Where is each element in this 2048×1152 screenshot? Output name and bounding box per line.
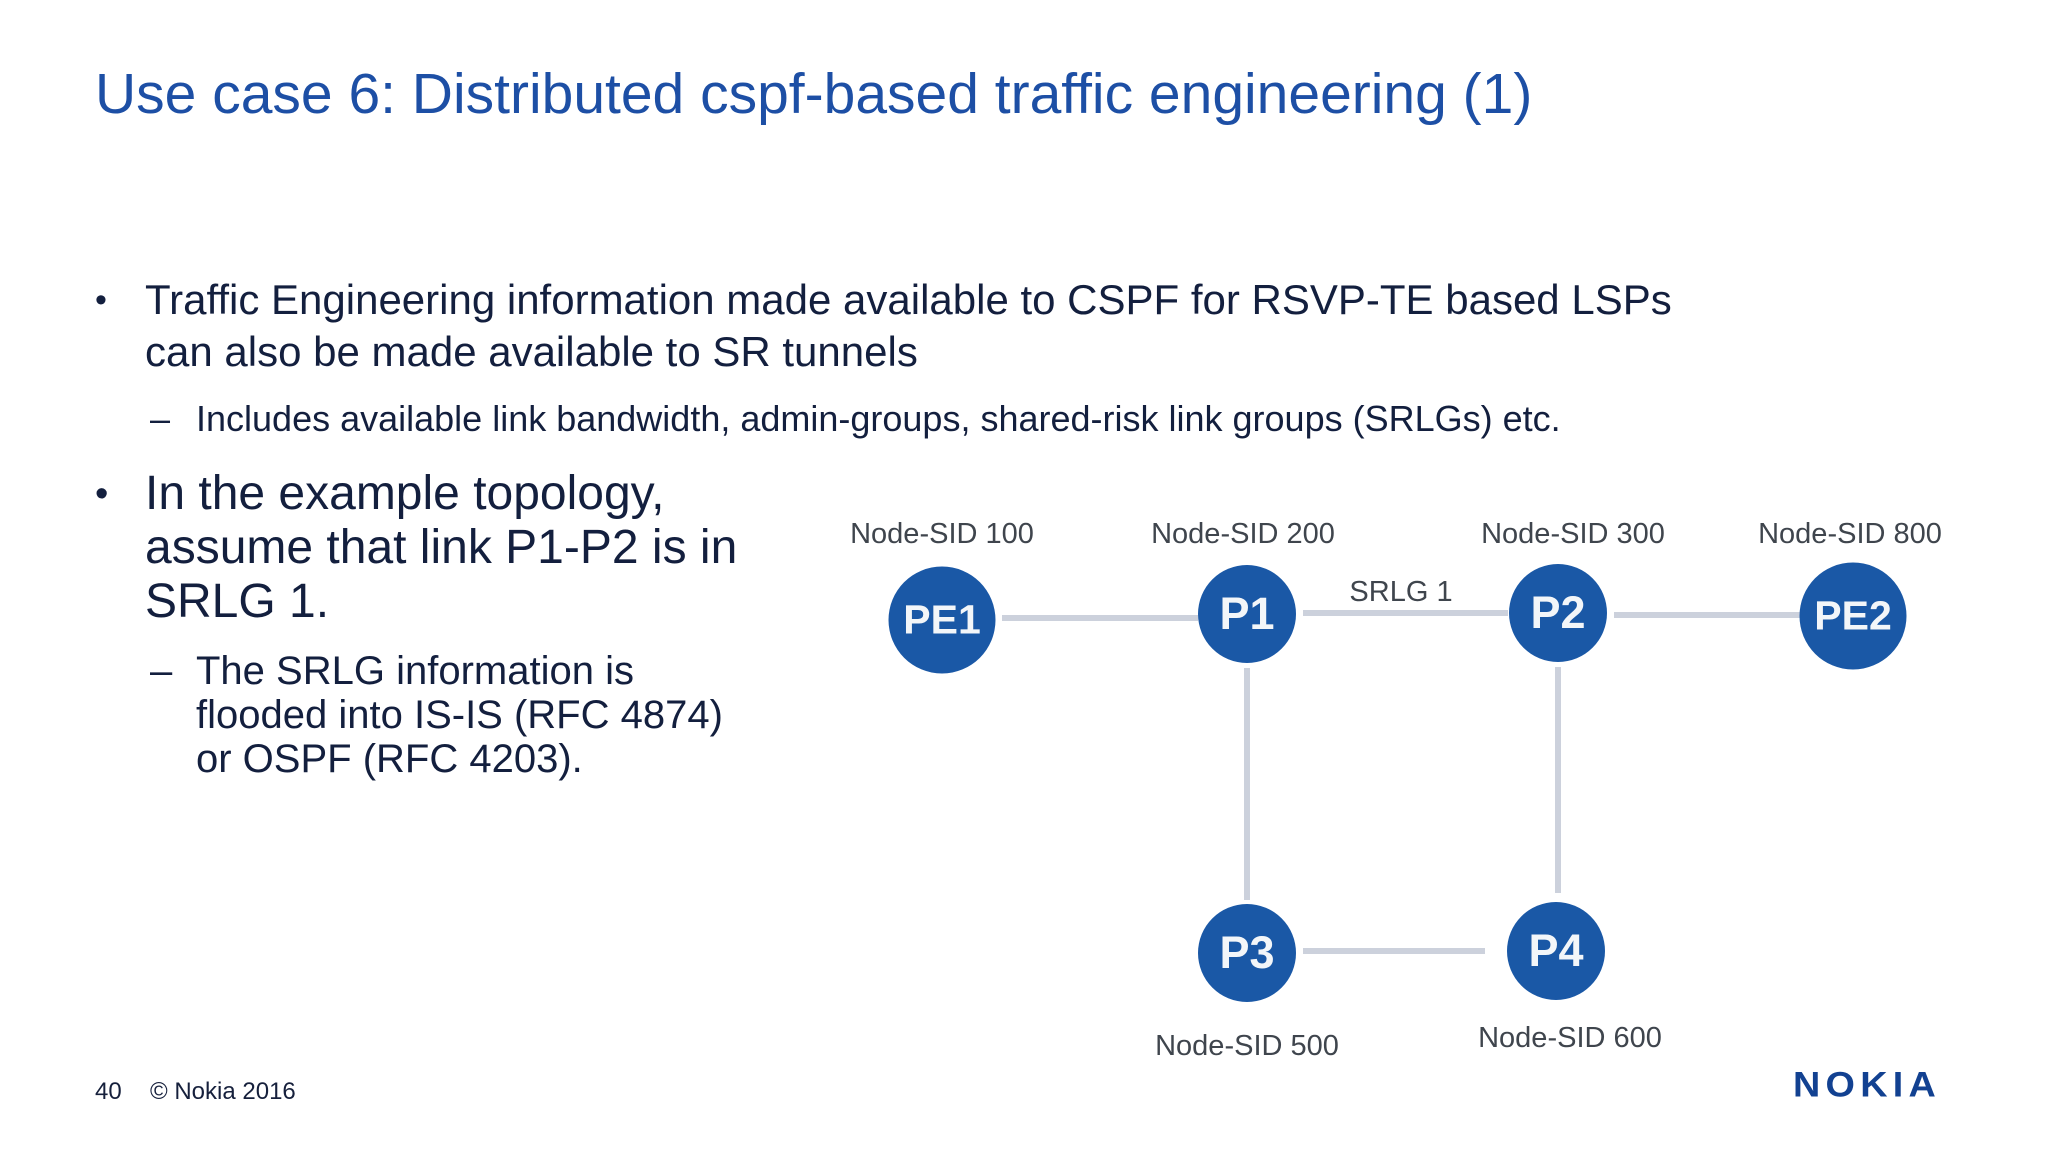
sid-label-p3: Node-SID 500 (1155, 1030, 1339, 1062)
bullet-marker: • (95, 473, 109, 515)
subbullet-text: The SRLG information is flooded into IS-… (196, 649, 723, 781)
subbullet-text: Includes available link bandwidth, admin… (196, 398, 1561, 439)
subbullet-includes-bandwidth: – Includes available link bandwidth, adm… (150, 397, 1561, 441)
node-label: PE2 (1814, 592, 1892, 639)
subbullet-srlg-flooding: – The SRLG information is flooded into I… (150, 649, 723, 781)
sid-label-p4: Node-SID 600 (1478, 1022, 1662, 1054)
bullet-traffic-engineering: • Traffic Engineering information made a… (95, 274, 1672, 378)
sid-label-pe1: Node-SID 100 (850, 518, 1034, 550)
link-p2-pe2 (1614, 612, 1801, 618)
page-number: 40 (95, 1078, 122, 1105)
node-p1: P1 (1198, 565, 1296, 663)
sid-label-p1: Node-SID 200 (1151, 518, 1335, 550)
link-p1-p3 (1244, 668, 1250, 900)
srlg-link-label: SRLG 1 (1349, 576, 1453, 608)
bullet-example-topology: • In the example topology, assume that l… (95, 467, 737, 629)
node-label: P3 (1219, 927, 1275, 978)
dash-marker: – (150, 398, 171, 439)
node-p3: P3 (1198, 904, 1296, 1002)
bullet-text: Traffic Engineering information made ava… (145, 276, 1672, 375)
sid-label-pe2: Node-SID 800 (1758, 518, 1942, 550)
link-p3-p4 (1303, 948, 1485, 954)
node-p2: P2 (1509, 564, 1607, 662)
node-pe2: PE2 (1799, 562, 1907, 670)
node-label: P2 (1530, 587, 1586, 638)
copyright-text: © Nokia 2016 (150, 1078, 296, 1105)
bullet-text: In the example topology, assume that lin… (145, 467, 738, 628)
link-p2-p4 (1555, 667, 1561, 893)
node-label: P1 (1219, 588, 1275, 639)
node-label: PE1 (903, 596, 981, 643)
slide-title: Use case 6: Distributed cspf-based traff… (95, 62, 1533, 126)
sid-label-p2: Node-SID 300 (1481, 518, 1665, 550)
node-label: P4 (1528, 925, 1584, 976)
dash-marker: – (150, 649, 173, 693)
link-pe1-p1 (1002, 615, 1198, 621)
nokia-logo: NOKIA (1793, 1064, 1942, 1105)
link-p1-p2 (1303, 610, 1508, 616)
node-p4: P4 (1507, 902, 1605, 1000)
node-pe1: PE1 (888, 566, 996, 674)
bullet-marker: • (95, 281, 107, 319)
